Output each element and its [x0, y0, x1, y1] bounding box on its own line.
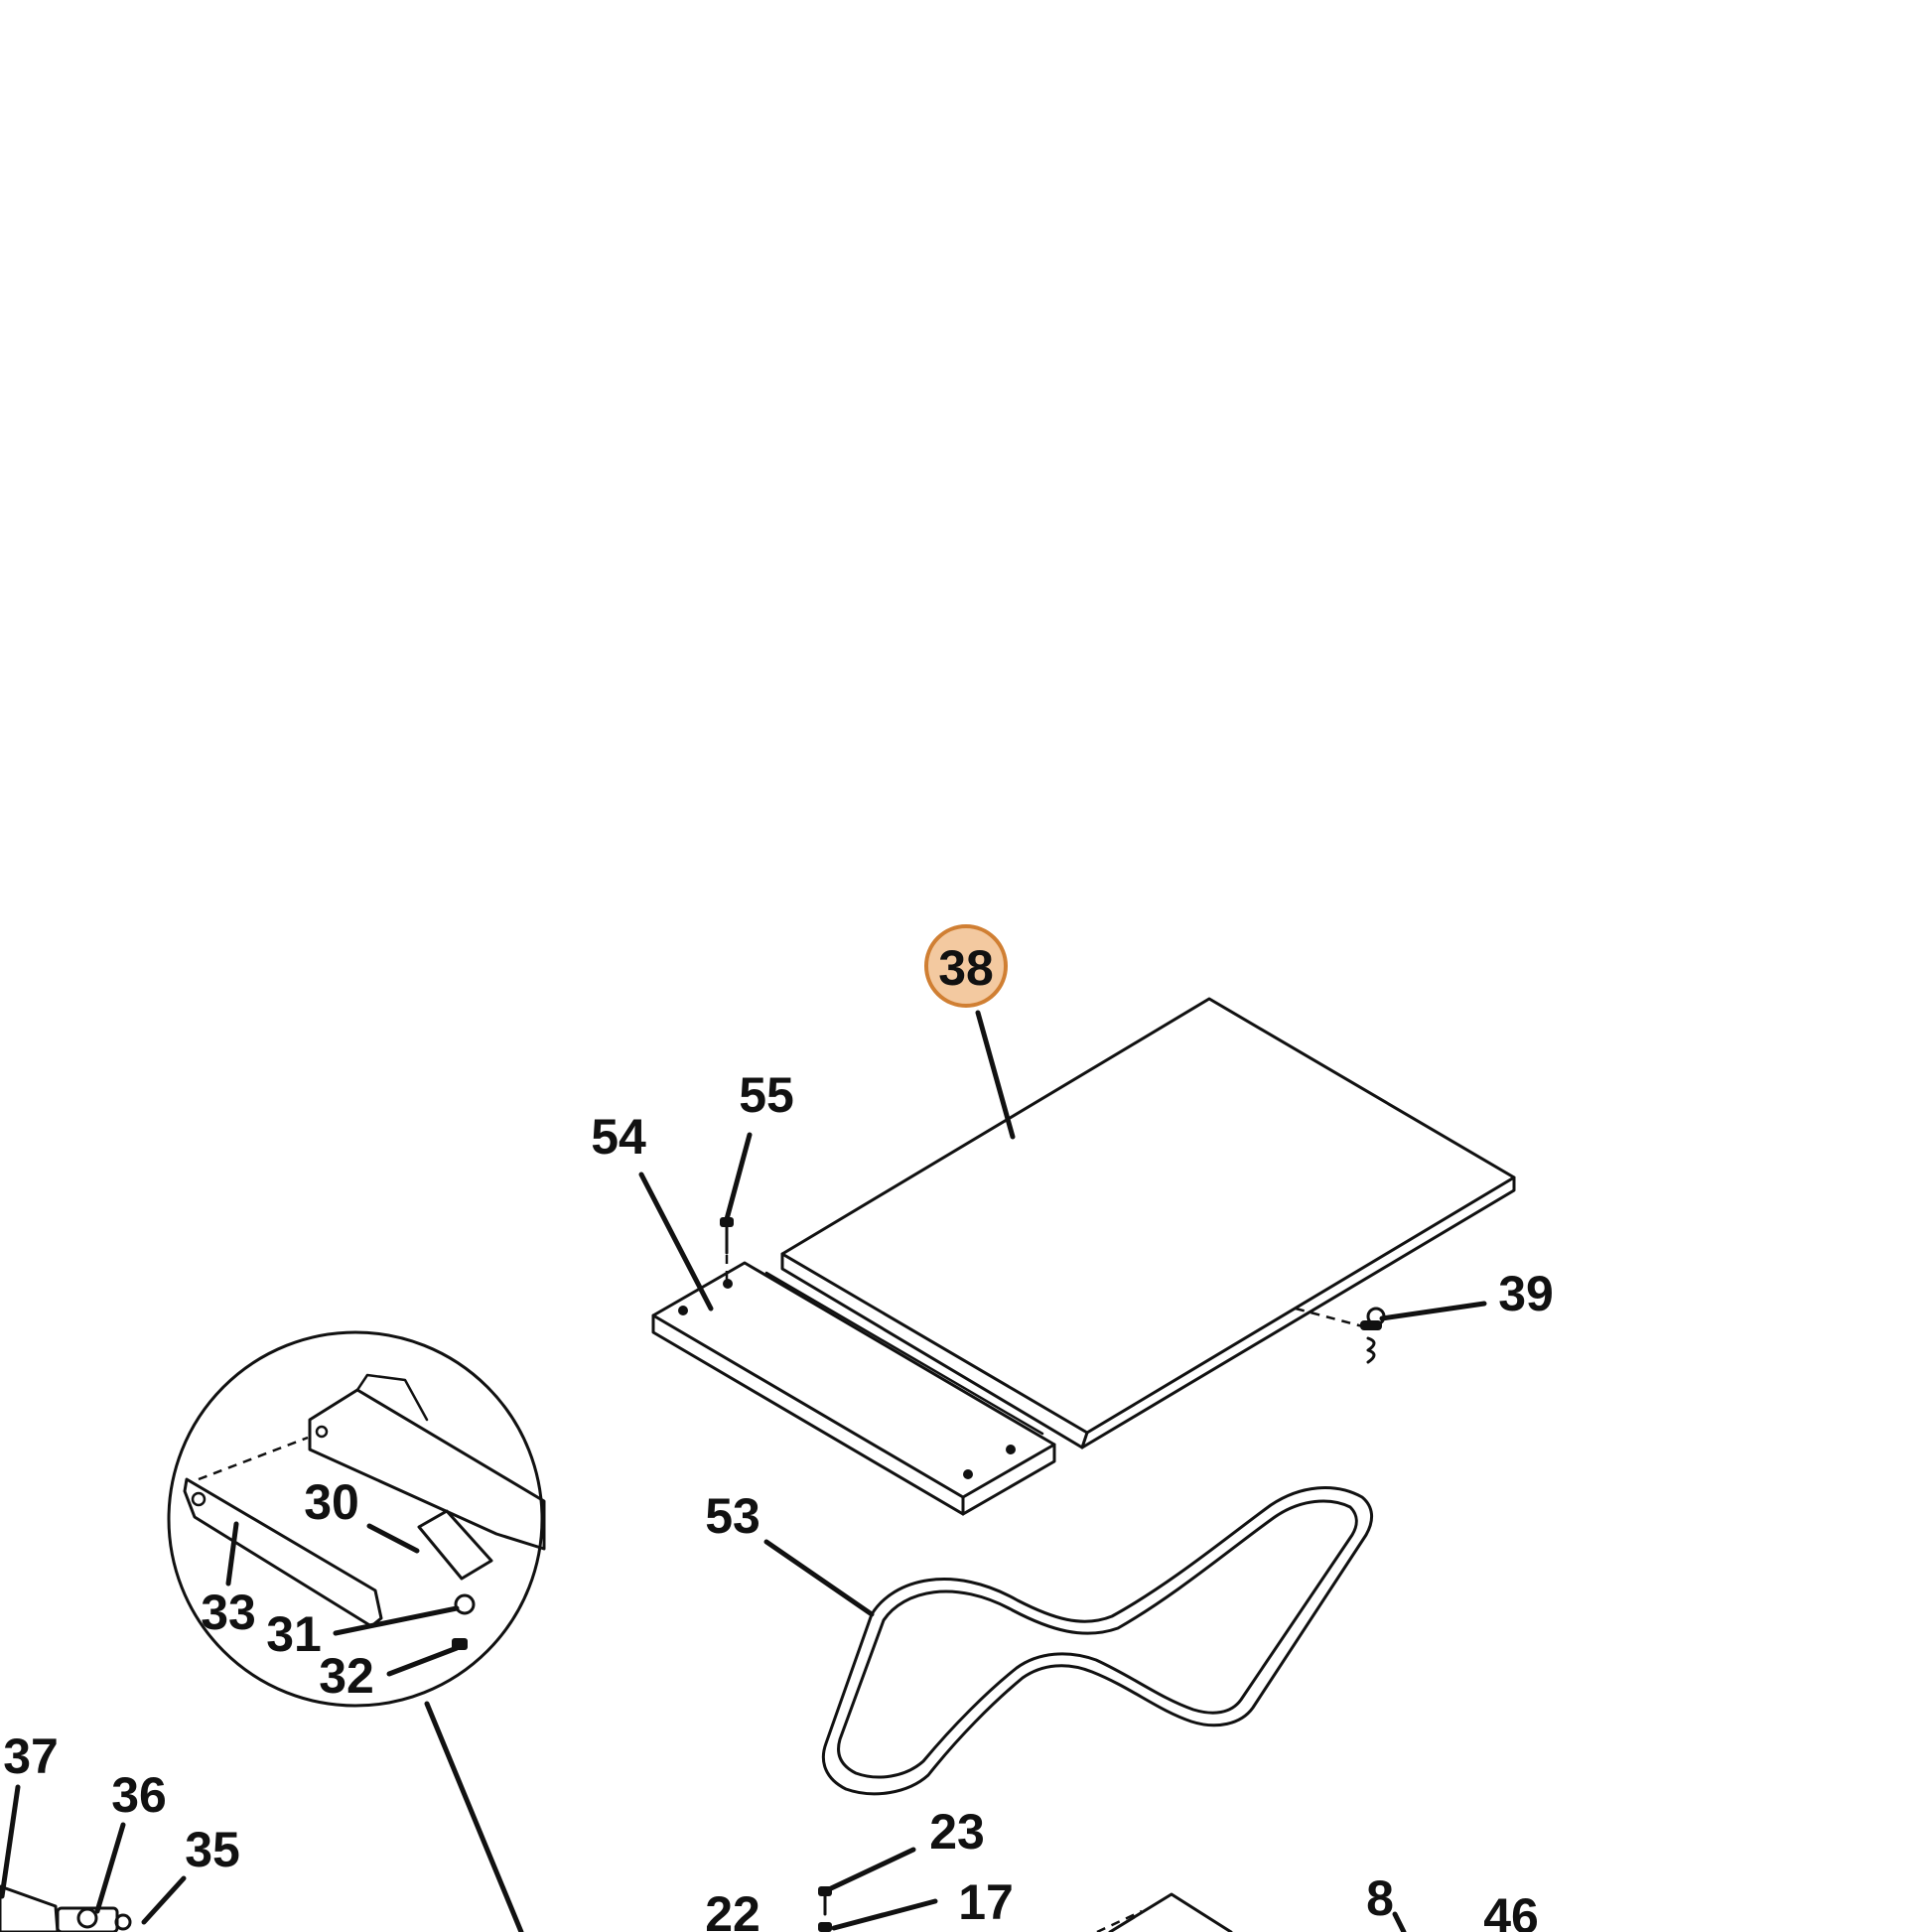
callout-39: 39 — [1498, 1266, 1554, 1321]
callout-31: 31 — [266, 1606, 322, 1662]
callout-8: 8 — [1366, 1870, 1394, 1926]
belt-part — [821, 1486, 1373, 1796]
callout-32: 32 — [319, 1648, 374, 1704]
callout-54: 54 — [591, 1109, 646, 1165]
callout-35: 35 — [185, 1822, 240, 1877]
callout-22: 22 — [705, 1886, 760, 1932]
callout-33: 33 — [201, 1585, 256, 1640]
callout-37: 37 — [3, 1728, 59, 1784]
lower-left-assembly — [0, 1884, 132, 1932]
panel-part — [780, 997, 1516, 1449]
lower-right-housing — [1096, 1892, 1407, 1932]
callout-55: 55 — [739, 1067, 794, 1123]
callout-30: 30 — [304, 1474, 359, 1530]
callout-labels: 55 54 39 53 30 33 31 32 37 36 35 23 22 1… — [3, 1067, 1554, 1932]
fastener-part — [1295, 1307, 1386, 1364]
leader-lines — [0, 1010, 1487, 1931]
highlight-marker — [924, 924, 1008, 1008]
callout-36: 36 — [111, 1767, 167, 1823]
screw-part — [720, 1217, 734, 1281]
callout-17: 17 — [958, 1874, 1014, 1930]
callout-23: 23 — [929, 1804, 985, 1860]
highlighted-callout[interactable]: 38 — [924, 924, 1008, 1008]
callout-53: 53 — [705, 1488, 760, 1544]
bracket-part — [651, 1261, 1056, 1516]
lower-screws — [818, 1886, 832, 1932]
callout-38: 38 — [938, 940, 994, 996]
callout-46: 46 — [1483, 1888, 1539, 1932]
